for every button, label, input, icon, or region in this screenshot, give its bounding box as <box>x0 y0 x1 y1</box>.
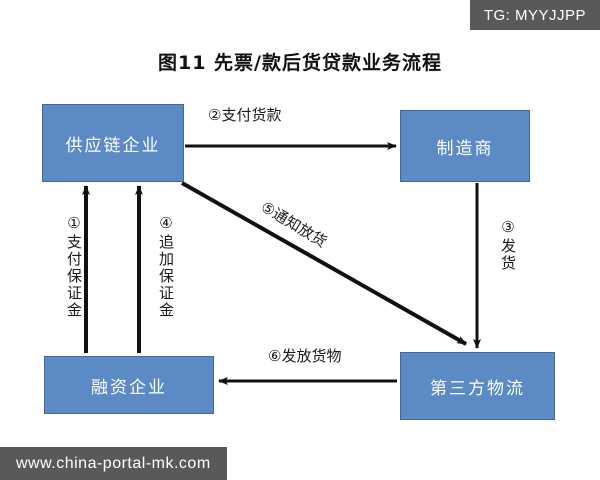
watermark-site-url: www.china-portal-mk.com <box>0 447 227 480</box>
watermark-telegram-badge: TG: MYYJJPP <box>469 0 600 30</box>
node-supply-chain-enterprise[interactable]: 供应链企业 <box>42 104 184 182</box>
edge-label-6: ⑥发放货物 <box>268 347 342 365</box>
diagram-title: 图11 先票/款后货贷款业务流程 <box>158 52 442 74</box>
edge-label-4: ④追加保证金 <box>157 214 175 319</box>
edge-label-2: ②支付货款 <box>208 106 282 124</box>
node-financing-enterprise[interactable]: 融资企业 <box>44 356 214 414</box>
edge-label-1: ①支付保证金 <box>65 214 83 319</box>
node-manufacturer[interactable]: 制造商 <box>400 110 530 182</box>
arrow-edge-5 <box>181 181 467 346</box>
node-third-party-logistics[interactable]: 第三方物流 <box>400 352 555 420</box>
edge-label-5: ⑤通知放货 <box>257 197 330 251</box>
edge-label-3: ③发货 <box>499 218 517 272</box>
